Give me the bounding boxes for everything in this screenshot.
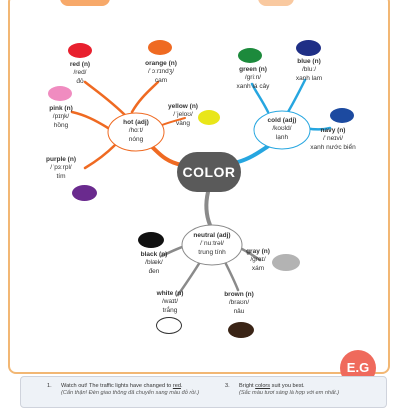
blue-label: blue (n)/bluː/xanh lam	[295, 58, 323, 82]
branch-neutral-to-brown	[223, 260, 240, 292]
branch-center-to-hot	[148, 143, 184, 167]
purple-swatch	[72, 185, 97, 201]
branch-cold-to-blue	[286, 78, 307, 114]
branch-hot-to-yellow	[161, 117, 186, 126]
hot-vi: nóng	[128, 135, 144, 143]
branch-center-to-cold	[236, 143, 272, 164]
green-swatch	[238, 48, 262, 63]
branch-hot-to-pink	[70, 110, 110, 130]
header-tab-right	[258, 0, 294, 6]
hot-cloud-shape	[107, 112, 165, 152]
branch-neutral-to-white	[176, 260, 202, 297]
yellow-swatch	[198, 110, 220, 125]
hot-en: hot (adj)	[123, 119, 149, 126]
cold-vi: lạnh	[275, 133, 289, 141]
gray-swatch	[272, 254, 300, 271]
orange-swatch	[148, 40, 172, 55]
examples-box: 1. Watch out! The traffic lights have ch…	[20, 376, 387, 408]
white-swatch	[156, 317, 182, 334]
neutral-ipa: /ˈnuːtrəl/	[200, 240, 224, 248]
black-label: black (n)/blæk/đen	[140, 251, 168, 275]
cold-cloud-shape	[253, 110, 311, 150]
brown-label: brown (n)/braʊn/nâu	[224, 291, 254, 315]
cold-ipa: /koʊld/	[272, 125, 292, 133]
red-label: red (n)/red/đỏ	[69, 61, 91, 85]
pink-label: pink (n)/pɪŋk/hồng	[49, 105, 73, 129]
hot-ipa: /hɑːt/	[128, 127, 144, 135]
branch-center-to-neutral	[204, 190, 212, 227]
neutral-cloud-shape	[181, 224, 243, 266]
orange-label: orange (n)/ˈɔːrɪndʒ/cam	[145, 60, 177, 84]
yellow-label: yellow (n)/ˈjeloʊ/vàng	[168, 103, 198, 127]
neutral-en: neutral (adj)	[193, 232, 231, 239]
neutral-group-label: neutral (adj) /ˈnuːtrəl/ trung tính	[182, 232, 242, 257]
hot-group-label: hot (adj) /hɑːt/ nóng	[108, 119, 164, 144]
cold-en: cold (adj)	[267, 117, 297, 124]
pink-swatch	[48, 86, 72, 101]
navy-swatch	[330, 108, 354, 123]
blue-swatch	[296, 40, 321, 56]
branch-hot-to-orange	[130, 80, 160, 114]
cold-group-label: cold (adj) /koʊld/ lạnh	[254, 117, 310, 142]
header-tab-left	[60, 0, 110, 6]
branch-hot-to-red	[83, 80, 130, 120]
center-topic: COLOR	[177, 152, 241, 192]
neutral-vi: trung tính	[198, 248, 226, 256]
branch-cold-to-green	[250, 82, 270, 114]
purple-label: purple (n)/ˈpɜːrpl/tím	[46, 156, 76, 180]
green-label: green (n)/ɡriːn/xanh lá cây	[236, 66, 270, 90]
navy-label: navy (n)/ˈneɪvi/xanh nước biển	[310, 127, 356, 151]
red-swatch	[68, 43, 92, 58]
branch-hot-to-purple	[83, 143, 117, 170]
black-swatch	[138, 232, 164, 248]
white-label: white (n)/waɪt/trắng	[156, 290, 184, 314]
gray-label: gray (n)/ɡreɪ/xám	[246, 248, 270, 272]
brown-swatch	[228, 322, 254, 338]
